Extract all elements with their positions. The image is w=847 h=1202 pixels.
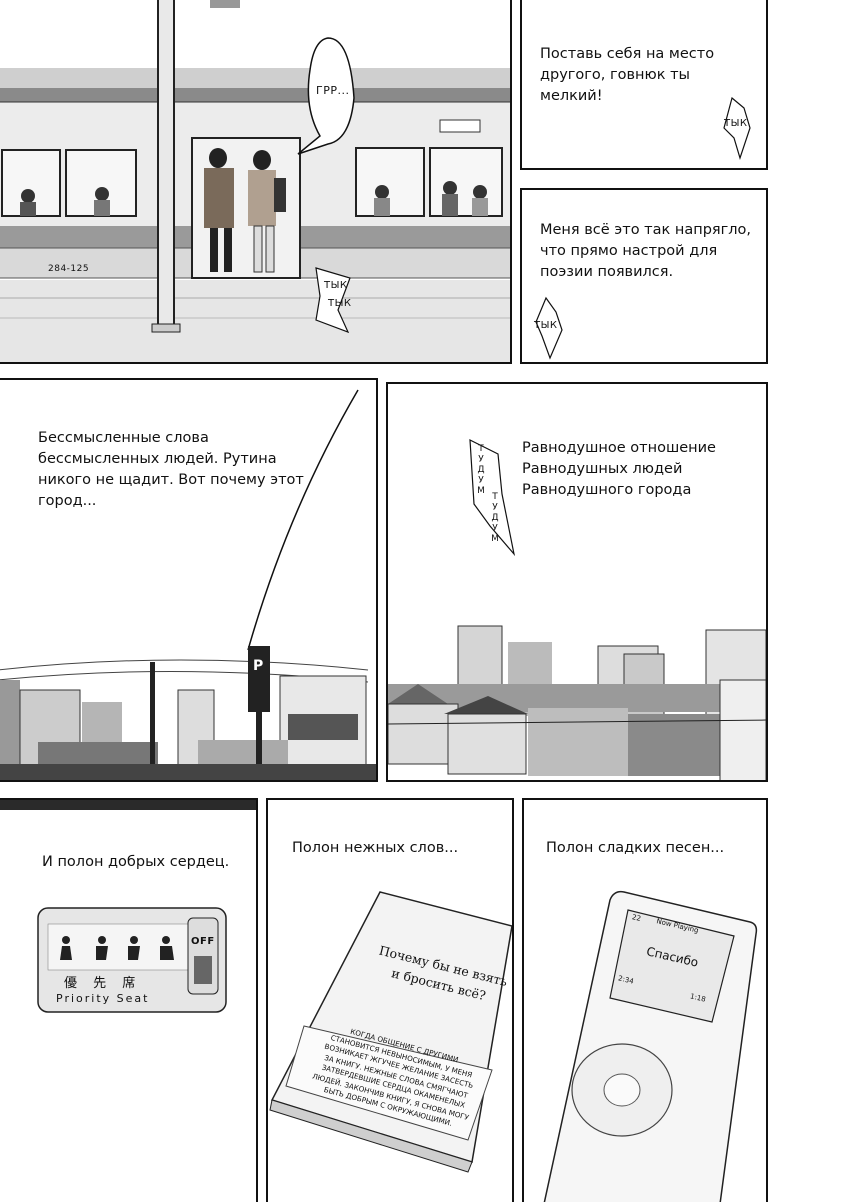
cityscape-illustration: P — [0, 389, 376, 780]
sfx-tap-1: ТЫК — [324, 280, 348, 291]
panel-caption-2: Меня всё это так напрягло, что прямо нас… — [520, 188, 768, 364]
music-player-illustration — [543, 890, 758, 1202]
panel-caption-1: Поставь себя на место другого, говнюк ты… — [520, 0, 768, 170]
cityscape-illustration — [388, 625, 766, 780]
caption-text: Бессмысленные слова бессмысленных людей.… — [38, 430, 304, 509]
caption-text: Равнодушное отношение Равнодушных людей … — [522, 440, 716, 498]
priority-seat-sign — [0, 800, 256, 1013]
caption-text: Полон сладких песен... — [546, 840, 725, 856]
sfx-tap: ТЫК — [724, 118, 748, 129]
book-illustration — [269, 891, 512, 1173]
svg-text:P: P — [253, 658, 263, 674]
train-illustration — [0, 0, 510, 362]
sfx-tap: ТЫК — [534, 320, 558, 331]
caption-text: Меня всё это так напрягло, что прямо нас… — [540, 222, 752, 280]
caption-text: Поставь себя на место другого, говнюк ты… — [540, 46, 715, 104]
caption-text: Полон нежных слов... — [292, 840, 459, 856]
sign-off-label: OFF — [191, 936, 215, 947]
sign-kanji: 優 先 席 — [64, 976, 142, 991]
player-track-index: 22 — [631, 913, 642, 923]
caption-text: И полон добрых сердец. — [42, 854, 230, 870]
sign-label: Priority Seat — [56, 992, 150, 1005]
sfx-tap-2: ТЫК — [328, 298, 352, 309]
sfx-spike — [723, 96, 751, 160]
panel-music-player: Полон сладких песен... Now Playing 22 Сп… — [522, 798, 768, 1202]
panel-train: ГРР... 284-125 ТЫК ТЫК — [0, 0, 512, 364]
speech-bubble-text: ГРР... — [316, 84, 350, 97]
panel-book: Полон нежных слов... Почему бы не взять … — [266, 798, 514, 1202]
sfx-thud-2: ТУДУМ — [490, 492, 500, 545]
sfx-spike — [469, 438, 516, 557]
sfx-spike — [535, 296, 563, 360]
panel-city-left: Бессмысленные слова бессмысленных людей.… — [0, 378, 378, 782]
train-number: 284-125 — [48, 264, 90, 274]
sfx-thud-1: ТУДУМ — [476, 444, 486, 497]
panel-city-right: Равнодушное отношение Равнодушных людей … — [386, 382, 768, 782]
panel-priority-seat: И полон добрых сердец. OFF 優 先 席 Priorit… — [0, 798, 258, 1202]
